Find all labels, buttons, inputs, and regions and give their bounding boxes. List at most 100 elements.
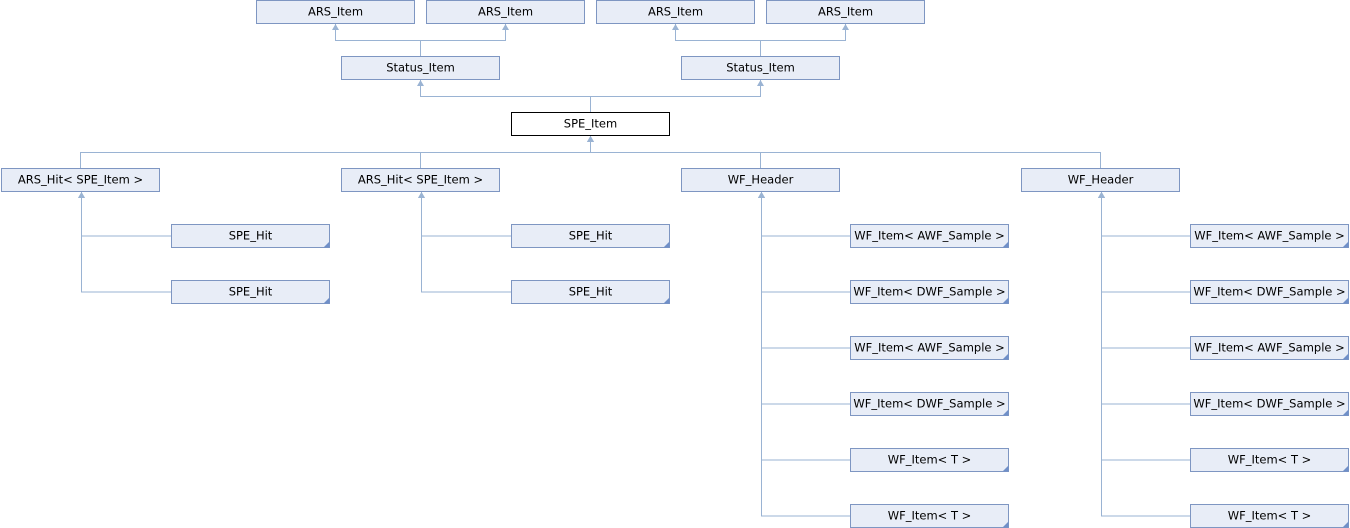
inheritance-arrow-6 (757, 80, 764, 86)
folded-corner-icon (1002, 297, 1009, 304)
folded-corner-icon (323, 241, 330, 248)
class-node-spe-hit-3[interactable]: SPE_Hit (511, 224, 670, 248)
class-node-status-item-2[interactable]: Status_Item (681, 56, 840, 80)
folded-corner-icon (663, 241, 670, 248)
folded-corner-icon (1002, 465, 1009, 472)
folded-corner-icon (1342, 521, 1349, 528)
class-label: ARS_Hit< SPE_Item > (18, 173, 143, 187)
class-label: WF_Item< AWF_Sample > (854, 229, 1005, 243)
class-node-wf1-6[interactable]: WF_Item< T > (850, 504, 1009, 528)
folded-corner-icon (663, 297, 670, 304)
class-box (681, 56, 840, 80)
class-node-spe-hit-4[interactable]: SPE_Hit (511, 280, 670, 304)
class-node-ars-item-3[interactable]: ARS_Item (596, 0, 755, 24)
class-node-wf-header-1[interactable]: WF_Header (681, 168, 840, 192)
inheritance-edge-14 (421, 192, 511, 293)
class-label: WF_Item< T > (1228, 453, 1312, 467)
class-label: ARS_Item (478, 5, 533, 19)
inheritance-edge-26 (1101, 192, 1190, 517)
inheritance-arrow-4 (842, 24, 849, 30)
inheritance-edge-16 (761, 192, 850, 293)
class-node-ars-hit-1[interactable]: ARS_Hit< SPE_Item > (1, 168, 160, 192)
inheritance-edge-12 (81, 192, 171, 293)
class-box (850, 336, 1009, 360)
folded-corner-icon (1002, 409, 1009, 416)
inheritance-edge-25 (1101, 192, 1190, 461)
inheritance-edge-23 (1101, 192, 1190, 349)
inheritance-arrow-2 (502, 24, 509, 30)
class-label: WF_Item< T > (1228, 509, 1312, 523)
class-label: SPE_Hit (229, 229, 273, 243)
inheritance-edge-21 (1101, 192, 1190, 237)
class-box (766, 0, 925, 24)
class-label: ARS_Item (818, 5, 873, 19)
class-box (1190, 224, 1349, 248)
class-node-wf2-6[interactable]: WF_Item< T > (1190, 504, 1349, 528)
folded-corner-icon (1342, 353, 1349, 360)
class-node-ars-item-4[interactable]: ARS_Item (766, 0, 925, 24)
class-box (596, 0, 755, 24)
class-box (1, 168, 160, 192)
class-node-wf2-3[interactable]: WF_Item< AWF_Sample > (1190, 336, 1349, 360)
class-box (1190, 280, 1349, 304)
class-node-ars-item-1[interactable]: ARS_Item (256, 0, 415, 24)
class-box (850, 224, 1009, 248)
class-label: SPE_Hit (569, 229, 613, 243)
class-box (171, 224, 330, 248)
class-node-ars-hit-2[interactable]: ARS_Hit< SPE_Item > (341, 168, 500, 192)
class-node-wf2-4[interactable]: WF_Item< DWF_Sample > (1190, 392, 1349, 416)
class-box (1190, 336, 1349, 360)
class-node-wf1-2[interactable]: WF_Item< DWF_Sample > (850, 280, 1009, 304)
folded-corner-icon (1342, 465, 1349, 472)
inheritance-arrow-26 (1098, 192, 1105, 198)
class-label: ARS_Item (648, 5, 703, 19)
class-label: WF_Item< DWF_Sample > (853, 285, 1005, 299)
inheritance-edge-11 (81, 192, 171, 237)
inheritance-edge-19 (761, 192, 850, 461)
inheritance-edge-10 (590, 136, 1101, 168)
class-node-spe-hit-1[interactable]: SPE_Hit (171, 224, 330, 248)
class-box (850, 448, 1009, 472)
inheritance-edge-20 (761, 192, 850, 517)
inheritance-arrow-3 (672, 24, 679, 30)
class-node-ars-item-2[interactable]: ARS_Item (426, 0, 585, 24)
class-label: WF_Header (1068, 173, 1134, 187)
class-node-wf2-5[interactable]: WF_Item< T > (1190, 448, 1349, 472)
class-node-wf2-1[interactable]: WF_Item< AWF_Sample > (1190, 224, 1349, 248)
folded-corner-icon (323, 297, 330, 304)
class-node-wf1-5[interactable]: WF_Item< T > (850, 448, 1009, 472)
inheritance-edge-22 (1101, 192, 1190, 293)
class-box (681, 168, 840, 192)
inheritance-edge-17 (761, 192, 850, 349)
class-label: SPE_Item (564, 117, 617, 131)
folded-corner-icon (1002, 521, 1009, 528)
class-label: WF_Item< AWF_Sample > (1194, 229, 1345, 243)
folded-corner-icon (1342, 297, 1349, 304)
inheritance-arrow-20 (758, 192, 765, 198)
class-node-wf-header-2[interactable]: WF_Header (1021, 168, 1180, 192)
inheritance-arrow-1 (332, 24, 339, 30)
class-node-status-item-1[interactable]: Status_Item (341, 56, 500, 80)
class-box (341, 168, 500, 192)
class-node-spe-item[interactable]: SPE_Item (511, 112, 670, 136)
class-label: WF_Header (728, 173, 794, 187)
class-node-wf1-1[interactable]: WF_Item< AWF_Sample > (850, 224, 1009, 248)
class-node-wf1-3[interactable]: WF_Item< AWF_Sample > (850, 336, 1009, 360)
inheritance-edges (78, 24, 1190, 517)
class-label: WF_Item< AWF_Sample > (854, 341, 1005, 355)
class-label: WF_Item< T > (888, 453, 972, 467)
inheritance-arrow-5 (417, 80, 424, 86)
class-node-wf1-4[interactable]: WF_Item< DWF_Sample > (850, 392, 1009, 416)
folded-corner-icon (1342, 409, 1349, 416)
folded-corner-icon (1002, 241, 1009, 248)
inheritance-arrow-10 (587, 136, 594, 142)
class-label: WF_Item< T > (888, 509, 972, 523)
class-node-wf2-2[interactable]: WF_Item< DWF_Sample > (1190, 280, 1349, 304)
inheritance-edge-6 (590, 80, 761, 112)
class-box (1190, 448, 1349, 472)
inheritance-edge-13 (421, 192, 511, 237)
inheritance-edge-3 (675, 24, 761, 56)
class-node-spe-hit-2[interactable]: SPE_Hit (171, 280, 330, 304)
